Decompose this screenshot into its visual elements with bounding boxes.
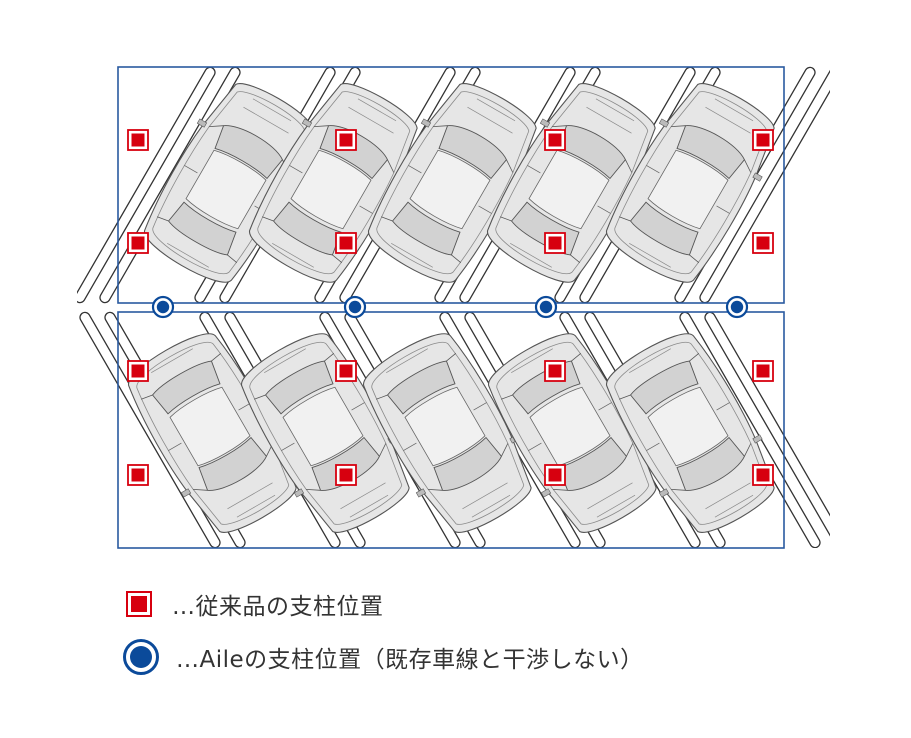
- legacy-post-marker: [335, 360, 357, 382]
- legacy-post-marker: [752, 464, 774, 486]
- aile-post-marker: [534, 295, 558, 319]
- aile-post-marker: [725, 295, 749, 319]
- legacy-post-marker: [544, 129, 566, 151]
- legacy-post-marker: [335, 464, 357, 486]
- legacy-post-marker: [127, 129, 149, 151]
- top-row-frame: [117, 66, 785, 304]
- legacy-post-marker: [752, 360, 774, 382]
- legend-aile: …Aileの支柱位置（既存車線と干渉しない）: [123, 637, 644, 677]
- aile-post-marker: [151, 295, 175, 319]
- legacy-post-marker: [752, 129, 774, 151]
- aile-post-markers: [151, 295, 749, 319]
- top-row-cars: [131, 68, 792, 296]
- bottom-row-cars: [115, 320, 792, 548]
- legacy-post-marker: [127, 464, 149, 486]
- legend-legacy: …従来品の支柱位置: [126, 584, 384, 624]
- legacy-post-marker: [752, 232, 774, 254]
- bottom-row-frame: [117, 311, 785, 549]
- bottom-parking-row: [77, 309, 848, 551]
- legacy-post-marker: [127, 360, 149, 382]
- top-parking-row: [72, 64, 843, 306]
- red-square-icon: [126, 591, 152, 617]
- blue-circle-icon: [123, 639, 159, 675]
- legacy-post-marker: [544, 464, 566, 486]
- aile-post-marker: [343, 295, 367, 319]
- legend-legacy-label: …従来品の支柱位置: [172, 594, 384, 620]
- legacy-post-marker: [335, 129, 357, 151]
- legend-aile-label: …Aileの支柱位置（既存車線と干渉しない）: [176, 647, 644, 673]
- legacy-post-marker: [544, 232, 566, 254]
- legacy-post-marker: [544, 360, 566, 382]
- legacy-post-marker: [335, 232, 357, 254]
- legacy-post-marker: [127, 232, 149, 254]
